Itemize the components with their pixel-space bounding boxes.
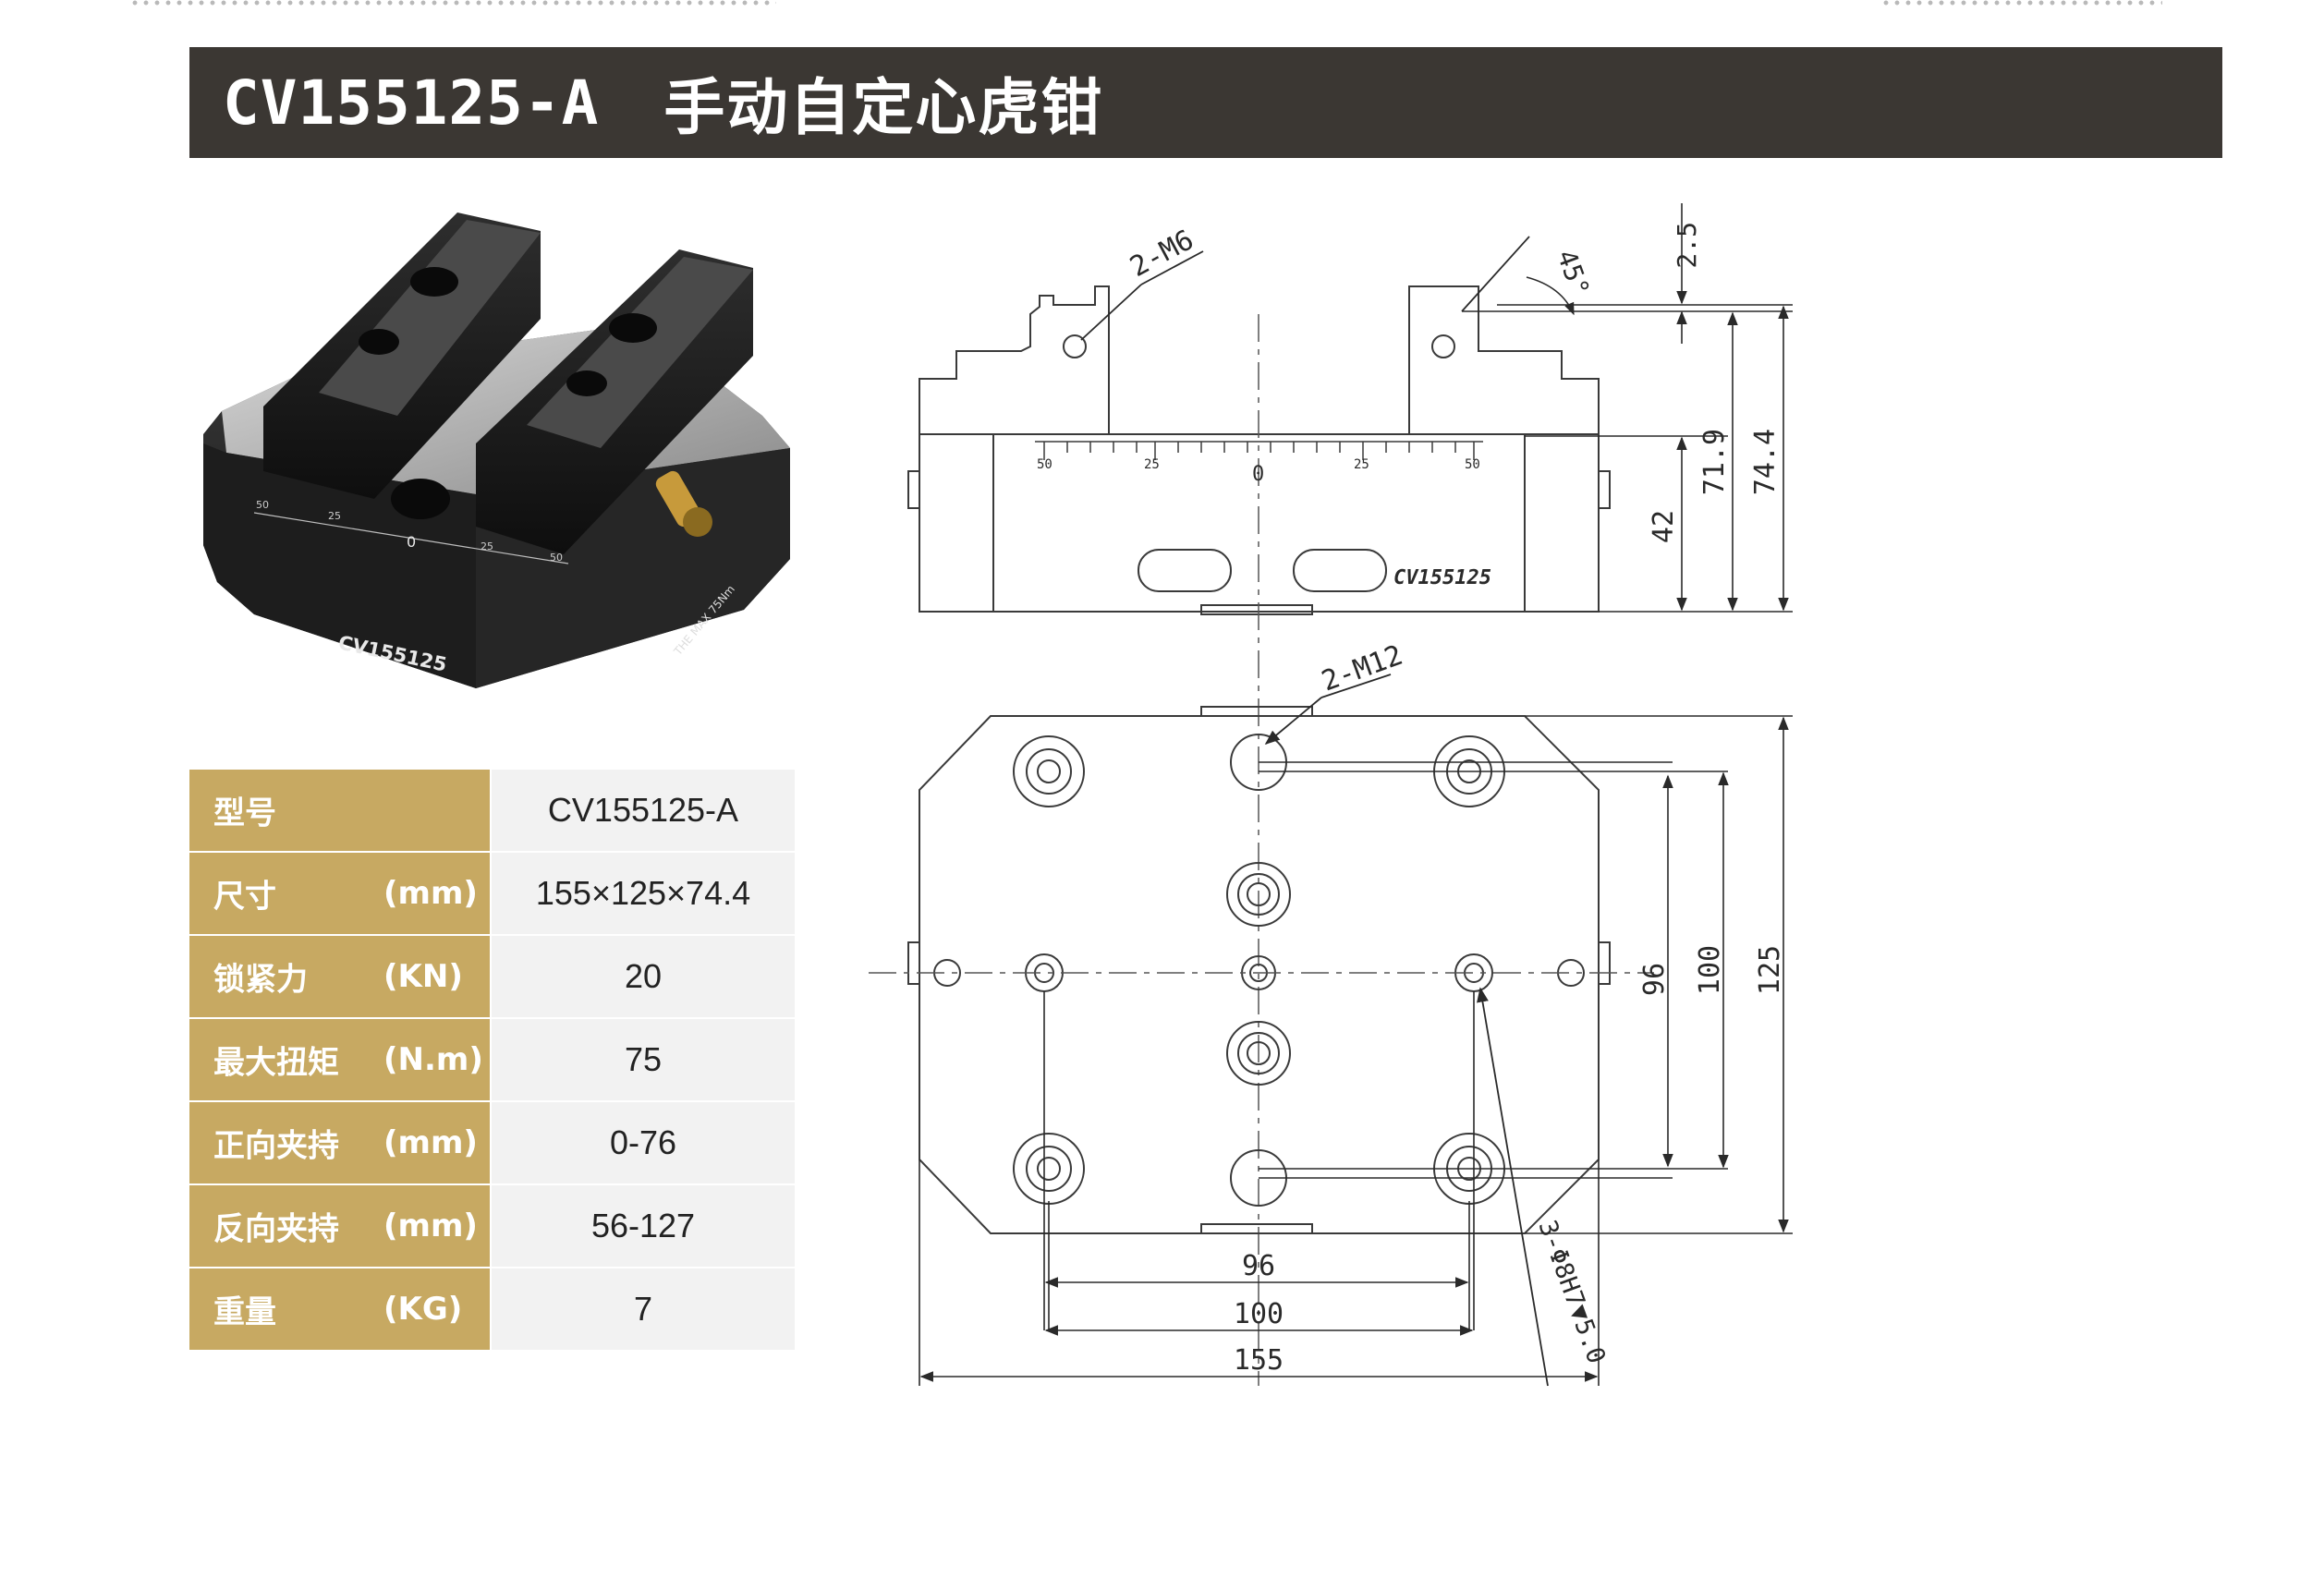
title-product-name: 手动自定心虎钳 <box>663 72 1104 143</box>
jaw-hole <box>410 267 458 297</box>
photo-scale-label: 50 <box>550 552 563 564</box>
product-photo: CV155125 THE MAX 75Nm 50 25 0 25 50 <box>203 212 790 688</box>
m6-leader <box>1140 250 1204 285</box>
spec-label-cell: 正向夹持 (mm) <box>189 1101 492 1185</box>
spec-label: 正向夹持 <box>213 1127 339 1165</box>
spec-value: CV155125-A <box>491 770 795 853</box>
spec-unit: (mm) <box>383 875 478 912</box>
dim-74-4: 74.4 <box>1749 429 1782 495</box>
spec-value: 7 <box>491 1268 795 1350</box>
right-jaw-scale <box>527 257 753 448</box>
spec-label: 重量 <box>213 1293 276 1331</box>
jaw-hole <box>609 313 657 343</box>
table-row: 反向夹持 (mm) 56-127 <box>189 1184 795 1268</box>
m6-note: 2-M6 <box>1125 224 1199 284</box>
dim-71-9: 71.9 <box>1698 429 1731 495</box>
spec-unit: (mm) <box>383 1208 478 1244</box>
top-dots-right <box>1880 0 2162 6</box>
top-dims-horizontal <box>919 991 1600 1386</box>
dim-42: 42 <box>1648 510 1680 543</box>
spec-label: 型号 <box>213 795 276 832</box>
table-row: 锁紧力 (KN) 20 <box>189 935 795 1019</box>
dim-2-5: 2.5 <box>1672 222 1702 269</box>
front-dims <box>1462 203 1793 613</box>
spec-label: 锁紧力 <box>213 961 308 999</box>
spec-label-cell: 重量 (KG) <box>189 1268 492 1350</box>
brass-screw-head <box>683 507 712 537</box>
dim-96-vertical: 96 <box>1638 963 1671 996</box>
m6-leader <box>1080 284 1142 341</box>
top-dots-left <box>129 0 776 6</box>
table-row: 型号 CV155125-A <box>189 770 795 853</box>
m12-note: 2-M12 <box>1318 639 1407 698</box>
top-dims-vertical <box>1259 715 1793 1234</box>
title-model: CV155125-A <box>223 67 600 139</box>
photo-scale-label: 25 <box>481 540 493 552</box>
spec-unit: (KG) <box>383 1291 463 1328</box>
front-ruler <box>1035 441 1483 460</box>
dim-155-horizontal: 155 <box>1234 1344 1284 1377</box>
ruler-label: 50 <box>1037 457 1052 472</box>
dim-100-vertical: 100 <box>1694 945 1726 995</box>
photo-scale <box>253 512 569 564</box>
spec-label: 尺寸 <box>213 878 276 916</box>
spec-unit: (N.m) <box>383 1041 483 1078</box>
spec-label-cell: 型号 <box>189 770 492 853</box>
ruler-label: 25 <box>1354 457 1369 472</box>
m12-leader <box>1320 674 1392 698</box>
jaw-hole <box>359 329 399 355</box>
spec-label: 最大扭矩 <box>213 1044 339 1082</box>
body-hole <box>391 479 450 519</box>
spec-unit: (mm) <box>383 1124 478 1161</box>
front-view <box>907 285 1611 615</box>
left-jaw-scale <box>319 220 541 416</box>
spec-label: 反向夹持 <box>213 1210 339 1248</box>
jaw-hole <box>566 370 607 396</box>
spec-table: 型号 CV155125-A 尺寸 (mm) 155×125×74.4 锁紧力 (… <box>189 770 795 1350</box>
photo-scale-label: 50 <box>256 499 269 511</box>
spec-label-cell: 尺寸 (mm) <box>189 852 492 936</box>
spec-value: 0-76 <box>491 1101 795 1185</box>
spec-label-cell: 反向夹持 (mm) <box>189 1184 492 1268</box>
photo-scale-label: 0 <box>407 533 416 551</box>
spec-label-cell: 最大扭矩 (N.m) <box>189 1018 492 1102</box>
table-row: 正向夹持 (mm) 0-76 <box>189 1101 795 1185</box>
dim-125-vertical: 125 <box>1754 945 1786 995</box>
ruler-label: 50 <box>1465 457 1480 472</box>
ruler-label: 25 <box>1144 457 1160 472</box>
dim-96-horizontal: 96 <box>1242 1250 1275 1282</box>
table-row: 重量 (KG) 7 <box>189 1268 795 1350</box>
spec-value: 155×125×74.4 <box>491 852 795 936</box>
spec-value: 56-127 <box>491 1184 795 1268</box>
photo-scale-label: 25 <box>328 510 341 522</box>
table-row: 尺寸 (mm) 155×125×74.4 <box>189 852 795 936</box>
spec-value: 20 <box>491 935 795 1019</box>
angle-arc <box>1526 276 1575 316</box>
title-bar: CV155125-A 手动自定心虎钳 <box>189 47 2222 158</box>
ruler-label: 0 <box>1252 463 1264 486</box>
front-view-engraving: CV155125 <box>1393 566 1491 589</box>
m12-leader <box>1264 697 1322 746</box>
spec-label-cell: 锁紧力 (KN) <box>189 935 492 1019</box>
angle-line <box>1461 236 1530 312</box>
spec-unit: (KN) <box>383 958 463 995</box>
h7-leader <box>1477 987 1549 1387</box>
dim-100-horizontal: 100 <box>1234 1298 1284 1330</box>
spec-value: 75 <box>491 1018 795 1102</box>
technical-drawing: 50 25 0 25 50 CV155125 2-M6 45° 2.5 42 7… <box>869 203 1793 1387</box>
table-row: 最大扭矩 (N.m) 75 <box>189 1018 795 1102</box>
